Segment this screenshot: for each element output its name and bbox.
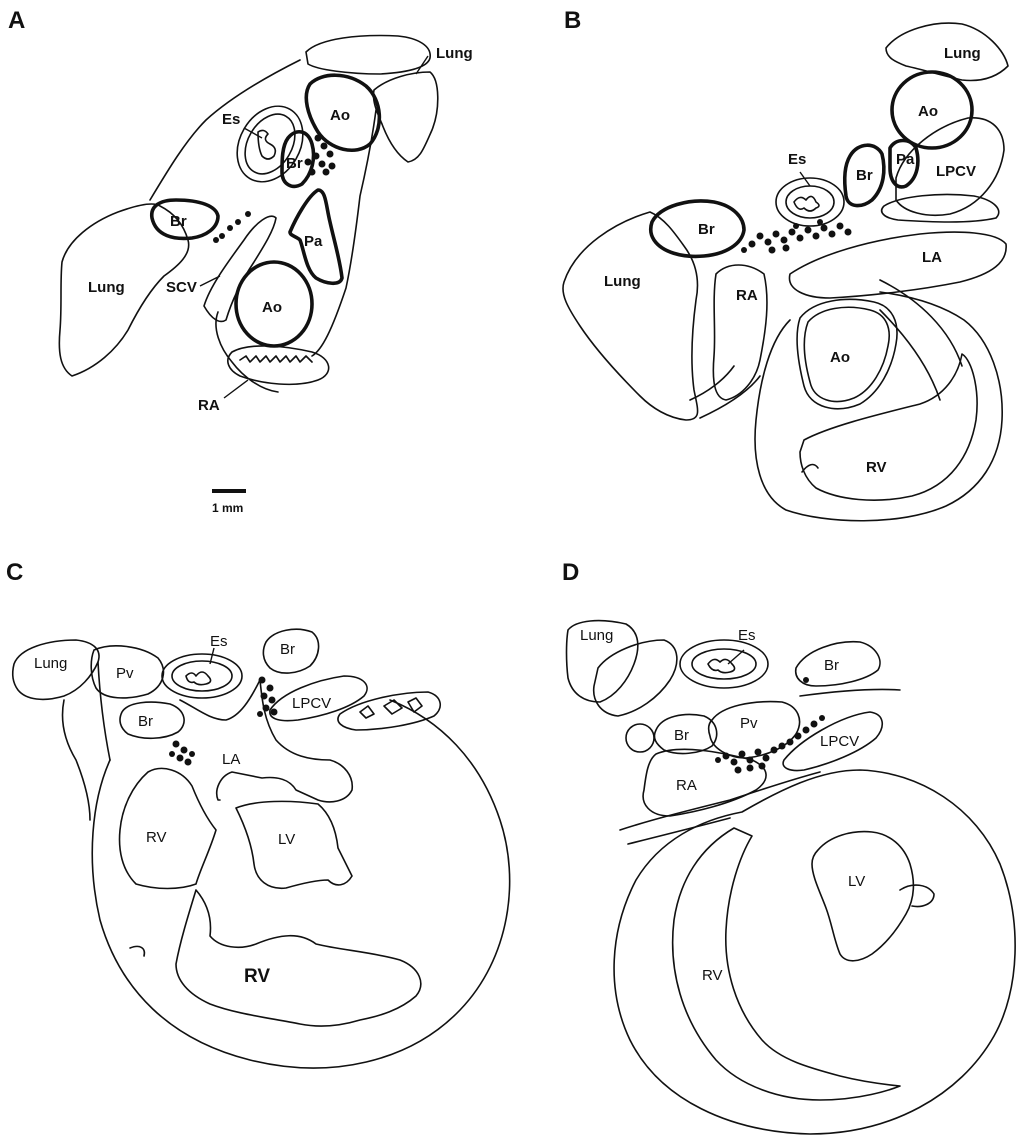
panel-b-ventricle-outer	[755, 292, 1002, 521]
panel-a-label-lung-top: Lung	[436, 45, 473, 62]
panel-d-left-ventricle	[812, 832, 913, 961]
panel-b-rv-notch	[802, 465, 818, 472]
panel-c-letter: C	[6, 559, 23, 586]
panel-d-esophagus-outer	[680, 640, 768, 688]
panel-b-label-br-left: Br	[698, 221, 715, 238]
panel-c-thoracic-left	[63, 662, 111, 820]
panel-d-label-es: Es	[738, 627, 756, 644]
panel-b-left-atrium	[789, 232, 1006, 298]
panel-a-lung-top	[306, 36, 430, 74]
panel-a-label-scv: SCV	[166, 279, 197, 296]
panel-a-scv-leader	[200, 276, 220, 286]
panel-a-label-lung-left: Lung	[88, 279, 125, 296]
panel-c-label-pv: Pv	[116, 665, 134, 682]
panel-c-label-lpcv: LPCV	[292, 695, 331, 712]
panel-b-label-ao-center: Ao	[830, 349, 850, 366]
panel-b-lpcv	[882, 194, 999, 222]
panel-b-label-ao-top: Ao	[918, 103, 938, 120]
panel-d-lv-papillary	[900, 885, 934, 906]
panel-a-label-br-left: Br	[170, 213, 187, 230]
panel-a-scale-label: 1 mm	[212, 501, 243, 515]
panel-b: B	[563, 7, 1008, 521]
panel-d-label-br-right: Br	[824, 657, 839, 674]
panel-a-label-ra: RA	[198, 397, 220, 414]
panel-a-lung-right	[373, 72, 437, 162]
panel-b-lymph-nodes	[741, 219, 852, 254]
panel-c-right-ventricle-lower	[176, 890, 421, 1026]
panel-d-mediastinum	[620, 772, 820, 844]
panel-d-label-lpcv: LPCV	[820, 733, 859, 750]
panel-c-rv-trabecula	[130, 946, 144, 956]
panel-a: A	[8, 7, 473, 515]
panel-a-esophagus-lumen	[258, 130, 275, 159]
panel-d-label-rv: RV	[702, 967, 723, 984]
panel-a-label-ao-bottom: Ao	[262, 299, 282, 316]
panel-b-label-pa: Pa	[896, 151, 915, 168]
panel-d-lung-lobe	[594, 640, 677, 716]
panel-d-right-ventricle	[673, 828, 900, 1100]
panel-c-label-br-right: Br	[280, 641, 295, 658]
panel-a-label-es: Es	[222, 111, 240, 128]
panel-b-letter: B	[564, 7, 581, 34]
panel-c-esophagus-lumen	[186, 672, 211, 685]
panel-b-label-la: LA	[922, 249, 942, 266]
panel-a-label-br-center: Br	[286, 155, 303, 172]
panel-a-letter: A	[8, 7, 25, 34]
panel-d: D	[562, 559, 1015, 1134]
panel-d-esophagus-inner	[692, 649, 756, 679]
panel-b-esophagus-lumen	[794, 196, 819, 211]
panel-d-lymph-nodes	[715, 677, 825, 774]
panel-c-label-lv: LV	[278, 831, 295, 848]
panel-b-label-br-center: Br	[856, 167, 873, 184]
panel-d-label-lung: Lung	[580, 627, 613, 644]
panel-a-label-pa: Pa	[304, 233, 323, 250]
panel-c-esophagus-inner	[172, 661, 232, 691]
panel-d-es-leader	[728, 650, 744, 664]
panel-a-right-atrium-trabeculae	[240, 356, 312, 362]
panel-c: C	[6, 559, 510, 1068]
panel-c-label-la: LA	[222, 751, 240, 768]
panel-c-label-es: Es	[210, 633, 228, 650]
panel-d-label-pv: Pv	[740, 715, 758, 732]
panel-b-label-rv: RV	[866, 459, 887, 476]
panel-d-letter: D	[562, 559, 579, 586]
panel-d-small-vessel	[626, 724, 654, 752]
panel-c-label-rv-lower: RV	[244, 966, 270, 987]
panel-c-right-ventricle-upper	[120, 768, 216, 888]
panel-d-bronchus-right-wall	[800, 689, 900, 696]
panel-c-label-lung: Lung	[34, 655, 67, 672]
panel-b-label-lung-left: Lung	[604, 273, 641, 290]
panel-d-label-lv: LV	[848, 873, 865, 890]
panel-b-lung-left	[563, 212, 698, 420]
panel-b-label-ra: RA	[736, 287, 758, 304]
panel-a-right-atrium	[228, 346, 329, 384]
panel-a-label-ao-top: Ao	[330, 107, 350, 124]
panel-b-right-ventricle	[800, 354, 977, 500]
panel-b-label-es: Es	[788, 151, 806, 168]
panel-b-label-lpcv: LPCV	[936, 163, 976, 180]
panel-c-label-br-left: Br	[138, 713, 153, 730]
panel-a-ra-leader	[224, 380, 248, 398]
panel-d-label-ra: RA	[676, 777, 697, 794]
panel-d-label-br-left: Br	[674, 727, 689, 744]
panel-d-heart-outline	[614, 770, 1015, 1134]
panel-b-label-lung-top: Lung	[944, 45, 981, 62]
panel-c-label-rv-upper: RV	[146, 829, 167, 846]
